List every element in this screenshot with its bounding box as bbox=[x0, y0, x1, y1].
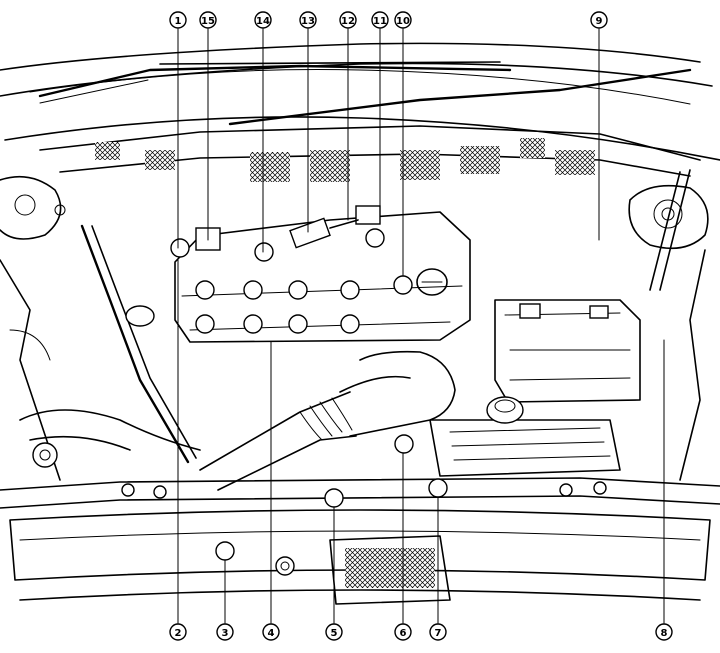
callout-2: 2 bbox=[169, 623, 187, 641]
callout-14-label: 14 bbox=[256, 16, 270, 27]
callout-1: 1 bbox=[169, 11, 187, 29]
callout-6-label: 6 bbox=[400, 628, 407, 639]
valve-cover bbox=[174, 211, 471, 343]
radiator-support bbox=[0, 477, 720, 509]
wiper-blades bbox=[38, 61, 692, 126]
callout-9: 9 bbox=[590, 11, 608, 29]
callout-9-label: 9 bbox=[596, 16, 603, 27]
ignition-coils bbox=[170, 205, 381, 262]
callout-12-label: 12 bbox=[341, 16, 355, 27]
callout-11-label: 11 bbox=[373, 16, 387, 27]
front-bumper bbox=[9, 509, 711, 605]
callout-11: 11 bbox=[371, 11, 389, 29]
coolant-hoses bbox=[19, 224, 201, 468]
callout-4: 4 bbox=[262, 623, 280, 641]
callout-10-label: 10 bbox=[396, 16, 410, 27]
left-strut-tower bbox=[0, 175, 66, 481]
callout-3-label: 3 bbox=[222, 628, 229, 639]
reservoir-cap bbox=[486, 396, 524, 424]
right-strut-tower bbox=[628, 169, 709, 481]
callout-4-label: 4 bbox=[268, 628, 275, 639]
callout-13-label: 13 bbox=[301, 16, 315, 27]
callout-12: 12 bbox=[339, 11, 357, 29]
callout-1-label: 1 bbox=[175, 16, 182, 27]
callout-7: 7 bbox=[429, 623, 447, 641]
callout-6: 6 bbox=[394, 623, 412, 641]
battery bbox=[494, 299, 641, 403]
callout-3: 3 bbox=[216, 623, 234, 641]
callout-leaders bbox=[177, 28, 665, 624]
callout-8-label: 8 bbox=[661, 628, 668, 639]
callout-5: 5 bbox=[325, 623, 343, 641]
callout-14: 14 bbox=[254, 11, 272, 29]
callout-10: 10 bbox=[394, 11, 412, 29]
air-intake-duct bbox=[199, 350, 621, 491]
callout-2-label: 2 bbox=[175, 628, 182, 639]
callout-15-label: 15 bbox=[201, 16, 215, 27]
callout-5-label: 5 bbox=[331, 628, 338, 639]
callout-15: 15 bbox=[199, 11, 217, 29]
callout-13: 13 bbox=[299, 11, 317, 29]
callout-7-label: 7 bbox=[435, 628, 442, 639]
callout-8: 8 bbox=[655, 623, 673, 641]
cowl-panel bbox=[39, 125, 701, 182]
